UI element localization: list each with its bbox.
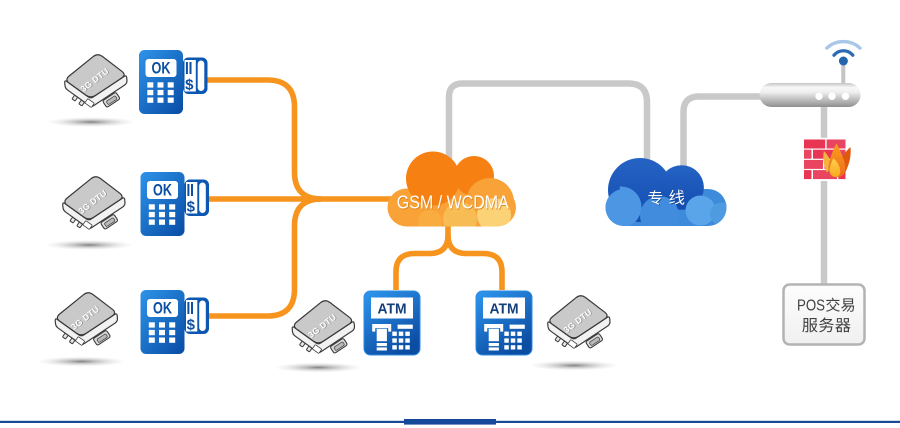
svg-text:$: $ bbox=[185, 77, 194, 94]
svg-text:OK: OK bbox=[153, 181, 173, 200]
svg-text:POS: POS bbox=[797, 298, 825, 315]
svg-text:$: $ bbox=[187, 317, 196, 334]
svg-text:$: $ bbox=[187, 199, 196, 216]
svg-text:GSM / WCDMA: GSM / WCDMA bbox=[398, 192, 511, 213]
svg-text:ATM: ATM bbox=[378, 301, 407, 318]
svg-text:OK: OK bbox=[153, 299, 173, 318]
svg-text:ATM: ATM bbox=[490, 301, 519, 318]
svg-text:GSM / WCDMA: GSM / WCDMA bbox=[397, 192, 510, 213]
svg-text:OK: OK bbox=[152, 59, 172, 78]
